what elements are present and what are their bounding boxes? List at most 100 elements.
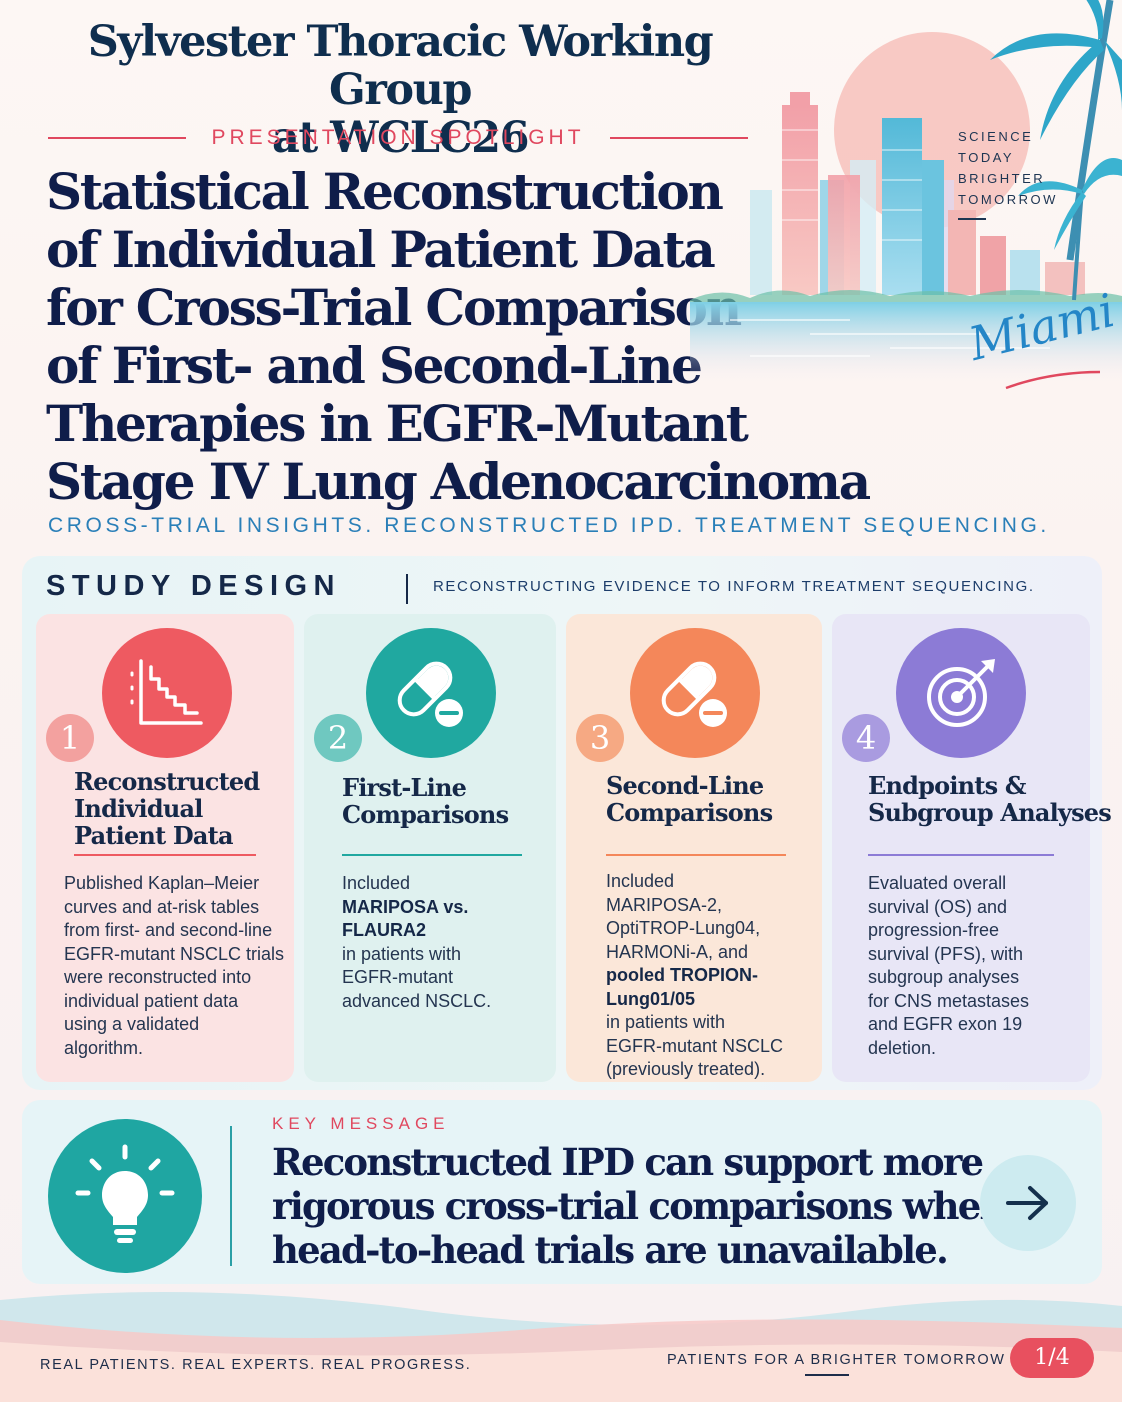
title-line: of First- and Second-Line bbox=[46, 336, 703, 395]
card-body-line: Evaluated overall bbox=[868, 873, 1007, 893]
icon-circle bbox=[896, 628, 1026, 758]
card-title-line: Comparisons bbox=[342, 800, 509, 829]
divider bbox=[48, 137, 186, 139]
divider bbox=[868, 854, 1054, 856]
section-title: STUDY DESIGN bbox=[46, 570, 342, 602]
title-line: of Individual Patient Data bbox=[46, 220, 716, 279]
next-arrow-button[interactable] bbox=[980, 1155, 1076, 1251]
trial-name: pooled TROPION- bbox=[606, 965, 758, 985]
card-body-line: from first- and second-line bbox=[64, 920, 273, 940]
trial-name: MARIPOSA vs. bbox=[342, 896, 469, 917]
design-card-second-line: 3 Second-Line Comparisons Included MARIP… bbox=[566, 614, 822, 1082]
pill-capsule-icon bbox=[397, 661, 463, 727]
card-body-line: Lung01/05 bbox=[606, 988, 783, 1012]
card-body: Included MARIPOSA-2, OptiTROP-Lung04, HA… bbox=[606, 870, 783, 1082]
card-body-line: HARMONi-A, and bbox=[606, 941, 749, 962]
design-card-endpoints: 4 Endpoints & Subgroup Analyses Evaluate… bbox=[832, 614, 1112, 1082]
card-body-line: EGFR-mutant NSCLC trials bbox=[64, 943, 285, 964]
card-title: Endpoints & Subgroup Analyses bbox=[868, 771, 1112, 827]
card-body-line: FLAURA2 bbox=[342, 919, 491, 943]
slogan-line: BRIGHTER bbox=[958, 171, 1046, 186]
card-body-line: EGFR-mutant NSCLC bbox=[606, 1035, 784, 1056]
org-title: Sylvester Thoracic Working Group at WCLC… bbox=[40, 18, 760, 162]
key-message-text: Reconstructed IPD can support more rigor… bbox=[272, 1140, 1006, 1272]
step-number: 4 bbox=[842, 714, 890, 762]
card-title: Second-Line Comparisons bbox=[606, 771, 773, 827]
card-body-line: (previously treated). bbox=[606, 1059, 766, 1079]
step-number: 3 bbox=[576, 714, 624, 762]
target-arrow-icon bbox=[927, 659, 995, 727]
card-body-line: EGFR-mutant bbox=[342, 967, 454, 987]
divider bbox=[74, 854, 256, 856]
card-body-line: OptiTROP-Lung04, bbox=[606, 918, 761, 938]
page-indicator[interactable]: 1/4 bbox=[1010, 1338, 1094, 1378]
slogan: SCIENCE TODAY BRIGHTER TOMORROW bbox=[958, 126, 1058, 220]
trial-name: Lung01/05 bbox=[606, 988, 696, 1009]
card-body-line: survival (PFS), with bbox=[868, 943, 1024, 964]
org-title-line: at WCLC26 bbox=[271, 113, 530, 163]
step-number: 1 bbox=[46, 714, 94, 762]
card-body-line: MARIPOSA-2, bbox=[606, 894, 723, 915]
title-line: Stage IV Lung Adenocarcinoma bbox=[46, 452, 871, 511]
card-title: Reconstructed Individual Patient Data bbox=[74, 768, 260, 850]
divider bbox=[805, 1374, 849, 1376]
spotlight-label: PRESENTATION SPOTLIGHT bbox=[211, 126, 585, 149]
key-message-panel: KEY MESSAGE Reconstructed IPD can suppor… bbox=[22, 1100, 1102, 1284]
slogan-line: TODAY bbox=[958, 150, 1015, 165]
card-title-line: Second-Line bbox=[606, 771, 764, 800]
card-body-line: in patients with bbox=[342, 943, 462, 964]
divider bbox=[958, 218, 986, 220]
card-body-line: Published Kaplan–Meier bbox=[64, 873, 260, 893]
card-body-line: using a validated bbox=[64, 1014, 200, 1034]
card-body-line: were reconstructed into bbox=[64, 967, 252, 987]
design-card-first-line: 2 First-Line Comparisons Included MARIPO… bbox=[304, 614, 556, 1082]
card-body-line: progression-free bbox=[868, 920, 1000, 940]
card-body-line: Included bbox=[606, 871, 675, 891]
card-title: First-Line Comparisons bbox=[342, 773, 509, 829]
spotlight-row: PRESENTATION SPOTLIGHT bbox=[48, 126, 748, 150]
footer-left-text: REAL PATIENTS. REAL EXPERTS. REAL PROGRE… bbox=[40, 1357, 472, 1373]
card-body-line: for CNS metastases bbox=[868, 990, 1030, 1011]
arrow-right-icon bbox=[1006, 1186, 1048, 1220]
card-body-line: and EGFR exon 19 bbox=[868, 1014, 1023, 1034]
org-title-line: Sylvester Thoracic Working Group bbox=[87, 17, 714, 115]
card-title-line: Subgroup Analyses bbox=[868, 798, 1112, 827]
card-body-line: MARIPOSA vs. bbox=[342, 896, 491, 920]
key-message-line: rigorous cross-trial comparisons when bbox=[272, 1184, 1006, 1228]
title-line: Statistical Reconstruction bbox=[46, 162, 724, 221]
divider bbox=[230, 1126, 232, 1266]
study-design-panel: STUDY DESIGN RECONSTRUCTING EVIDENCE TO … bbox=[22, 556, 1112, 1090]
card-body: Evaluated overall survival (OS) and prog… bbox=[868, 872, 1029, 1060]
key-message-line: head-to-head trials are unavailable. bbox=[272, 1228, 949, 1272]
footer-right-text: PATIENTS FOR A BRIGHTER TOMORROW bbox=[667, 1352, 1006, 1376]
card-body-line: Included bbox=[342, 873, 411, 893]
card-body: Published Kaplan–Meier curves and at-ris… bbox=[64, 872, 284, 1060]
icon-circle bbox=[102, 628, 232, 758]
title-line: Therapies in EGFR-Mutant bbox=[46, 394, 749, 453]
divider bbox=[406, 574, 408, 604]
card-body-line: individual patient data bbox=[64, 990, 239, 1011]
card-title-line: Comparisons bbox=[606, 798, 773, 827]
icon-circle bbox=[48, 1119, 202, 1273]
card-title-line: Endpoints & bbox=[868, 771, 1027, 800]
tagline: CROSS-TRIAL INSIGHTS. RECONSTRUCTED IPD.… bbox=[48, 514, 1050, 537]
card-title-line: First-Line bbox=[342, 773, 467, 802]
card-body-line: subgroup analyses bbox=[868, 967, 1020, 987]
kaplan-meier-chart-icon bbox=[130, 659, 203, 725]
card-title-line: Patient Data bbox=[74, 821, 234, 850]
icon-circle bbox=[630, 628, 760, 758]
step-number: 2 bbox=[314, 714, 362, 762]
card-body-line: algorithm. bbox=[64, 1037, 144, 1058]
slogan-line: SCIENCE bbox=[958, 129, 1034, 144]
card-body-line: advanced NSCLC. bbox=[342, 990, 492, 1011]
title-line: for Cross-Trial Comparison bbox=[46, 278, 742, 337]
slogan-line: TOMORROW bbox=[958, 192, 1058, 207]
section-subtitle: RECONSTRUCTING EVIDENCE TO INFORM TREATM… bbox=[433, 578, 1035, 595]
card-body-line: pooled TROPION- bbox=[606, 964, 783, 988]
card-body: Included MARIPOSA vs. FLAURA2 in patient… bbox=[342, 872, 491, 1013]
card-body-line: survival (OS) and bbox=[868, 896, 1008, 917]
design-card-reconstructed-ipd: 1 Reconstructed Individual Patient Data … bbox=[36, 614, 294, 1082]
card-title-line: Individual bbox=[74, 794, 203, 823]
divider bbox=[606, 854, 786, 856]
lightbulb-icon bbox=[75, 1144, 175, 1243]
